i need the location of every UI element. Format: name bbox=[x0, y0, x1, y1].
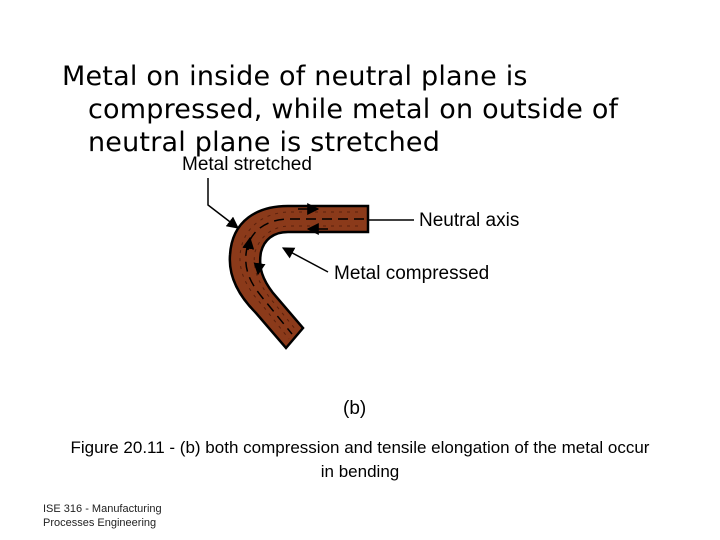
footer-line-2: Processes Engineering bbox=[43, 517, 157, 529]
bent-metal-diagram: Metal stretched Neutral axis Metal compr… bbox=[182, 154, 519, 419]
label-metal-compressed: Metal compressed bbox=[334, 263, 489, 284]
footer-line-1: ISE 316 - Manufacturing bbox=[43, 503, 162, 515]
slide-footer: ISE 316 - Manufacturing Processes Engine… bbox=[43, 502, 203, 530]
neutral-axis-line bbox=[245, 218, 364, 335]
body-text-line-3: neutral plane is stretched bbox=[88, 127, 441, 158]
body-text-line-1: Metal on inside of neutral plane is bbox=[62, 61, 528, 92]
slide-body-text: Metal on inside of neutral plane is comp… bbox=[62, 60, 662, 159]
body-text-line-2: compressed, while metal on outside of bbox=[88, 94, 619, 125]
stretched-leader bbox=[207, 178, 239, 229]
compressed-leader bbox=[281, 247, 329, 273]
figure-caption: Figure 20.11 ‑ (b) both compression and … bbox=[70, 438, 650, 481]
label-metal-stretched: Metal stretched bbox=[182, 154, 312, 175]
label-neutral-axis: Neutral axis bbox=[419, 210, 519, 231]
bending-figure: Metal stretched Neutral axis Metal compr… bbox=[178, 150, 538, 420]
bent-metal-bar bbox=[228, 204, 370, 350]
figure-sublabel: (b) bbox=[343, 398, 366, 419]
